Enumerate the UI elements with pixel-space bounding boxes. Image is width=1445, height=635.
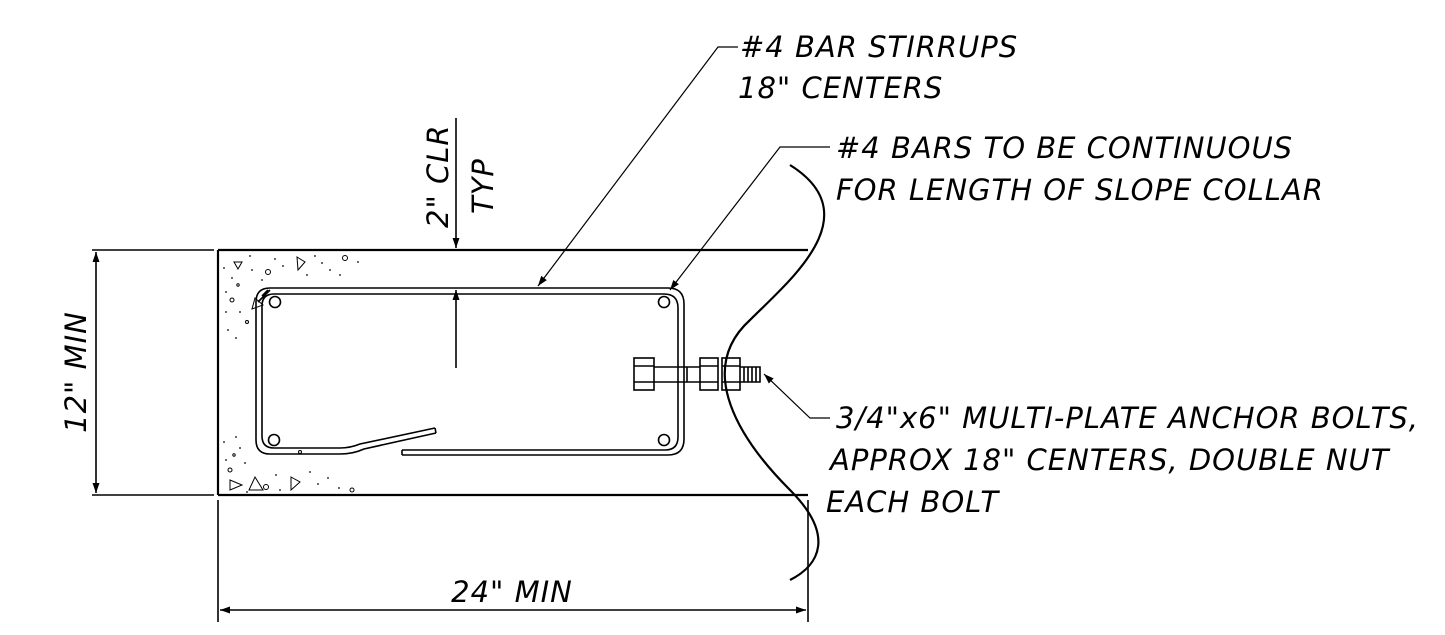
concrete-stipple-dots — [223, 255, 359, 493]
pipe-wall — [723, 164, 826, 581]
width-dimension — [217, 500, 809, 622]
leaders — [537, 46, 830, 419]
bars-label-line1: #4 BARS TO BE CONTINUOUS — [836, 131, 1293, 165]
bolts-label-line3: EACH BOLT — [826, 485, 1000, 519]
height-dimension-label: 12" MIN — [59, 311, 93, 433]
bars-label-line2: FOR LENGTH OF SLOPE COLLAR — [836, 173, 1324, 207]
width-dimension-label: 24" MIN — [451, 575, 573, 609]
bolts-label-line1: 3/4"x6" MULTI-PLATE ANCHOR BOLTS, — [836, 401, 1419, 435]
anchor-bolt — [633, 357, 761, 391]
stirrup — [255, 287, 685, 456]
concrete-hatch — [227, 255, 355, 493]
bolts-label-line2: APPROX 18" CENTERS, DOUBLE NUT — [828, 443, 1391, 477]
longitudinal-bars — [267, 295, 671, 447]
stirrups-label-line2: 18" CENTERS — [738, 71, 943, 105]
clear-cover-label-line2: TYP — [466, 158, 500, 214]
concrete-collar — [216, 248, 808, 497]
stirrups-label-line1: #4 BAR STIRRUPS — [740, 30, 1018, 64]
clear-cover-label-line1: 2" CLR — [421, 124, 455, 228]
height-dimension — [92, 249, 214, 496]
